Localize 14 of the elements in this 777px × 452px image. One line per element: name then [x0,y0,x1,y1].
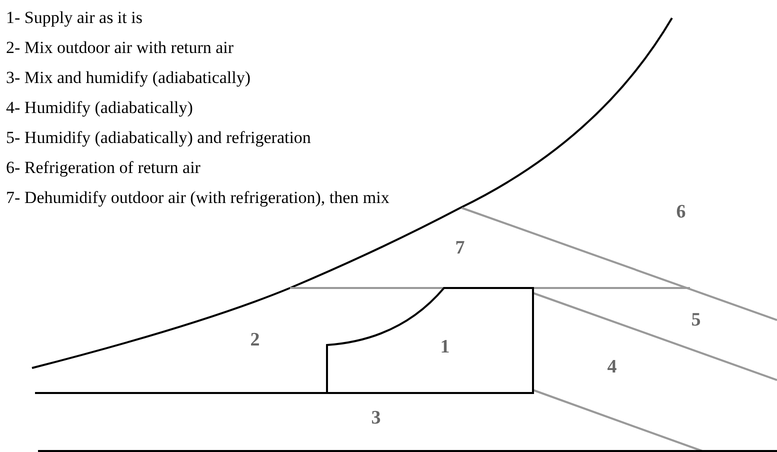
legend-text: 3- Mix and humidify (adiabatically) [6,67,252,89]
region-number: 4 [607,358,617,376]
region-number: 3 [371,408,381,428]
region-number: 7 [455,238,465,258]
legend-text: 6- Refrigeration of return air [6,157,202,179]
legend-text: 4- Humidify (adiabatically) [6,97,194,119]
region-number: 5 [691,310,701,330]
legend-text: 7- Dehumidify outdoor air (with refrigeration), then mix [6,187,390,209]
legend-text: 5- Humidify (adiabatically) and refrigeration [6,127,312,149]
legend-text: 2- Mix outdoor air with return air [6,37,235,59]
region-number: 2 [250,330,260,350]
region-number: 6 [676,202,686,222]
region-number: 1 [440,338,450,356]
legend-text: 1- Supply air as it is [6,7,144,29]
